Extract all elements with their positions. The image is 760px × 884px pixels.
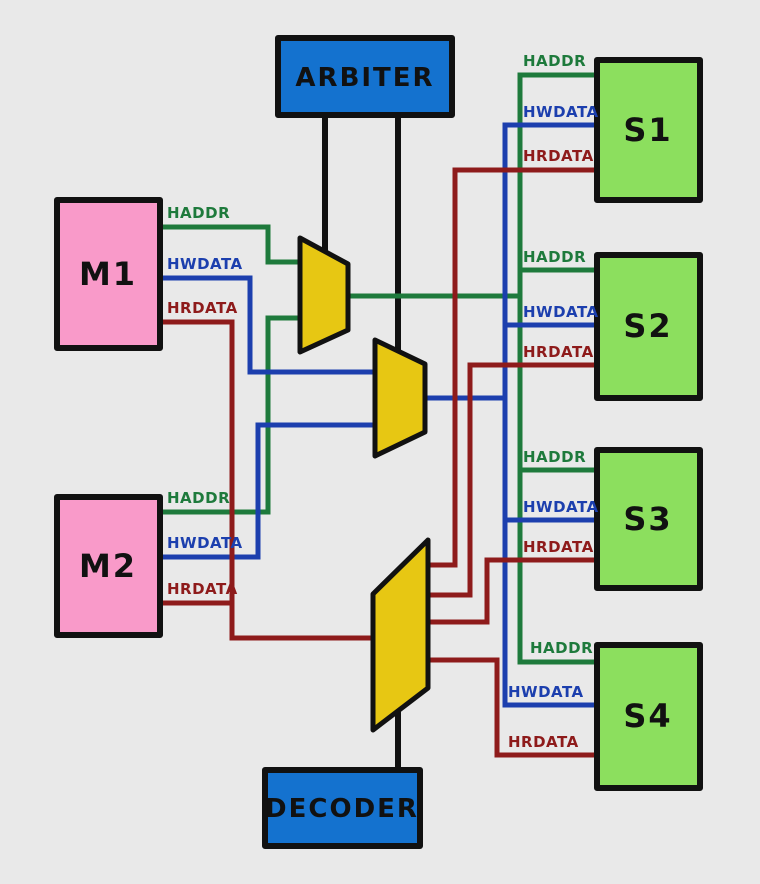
wire-hrdata-to-masters — [157, 319, 379, 641]
s3-hrdata-label: HRDATA — [523, 538, 594, 556]
master-m1-block — [54, 197, 163, 351]
read-data-mux — [370, 537, 431, 733]
write-data-mux — [372, 337, 428, 459]
wire-s3-hrdata — [423, 557, 600, 625]
s4-hrdata-label: HRDATA — [508, 733, 579, 751]
master-m1-label: M1 — [79, 255, 137, 293]
m2-hrdata-label: HRDATA — [167, 580, 238, 598]
master-m2-block — [54, 494, 163, 638]
m1-hwdata-label: HWDATA — [167, 255, 243, 273]
s1-haddr-label: HADDR — [523, 52, 586, 70]
wire-m1-hwdata — [157, 275, 381, 375]
s3-haddr-label: HADDR — [523, 448, 586, 466]
slave-s3-label: S3 — [623, 500, 672, 538]
s2-haddr-label: HADDR — [523, 248, 586, 266]
decoder-label: DECODER — [265, 794, 419, 824]
s1-hrdata-label: HRDATA — [523, 147, 594, 165]
slave-s4-label: S4 — [623, 697, 672, 735]
s1-hwdata-label: HWDATA — [523, 103, 599, 121]
arbiter-block — [275, 35, 455, 118]
m1-hrdata-label: HRDATA — [167, 299, 238, 317]
wire-m2-hwdata — [157, 422, 381, 560]
m2-haddr-label: HADDR — [167, 489, 230, 507]
arbiter-label: ARBITER — [295, 63, 434, 93]
wire-s4-hrdata — [423, 657, 600, 758]
slave-s4-block — [594, 642, 703, 791]
wire-s2-hrdata — [423, 362, 600, 598]
m1-haddr-label: HADDR — [167, 204, 230, 222]
m2-hwdata-label: HWDATA — [167, 534, 243, 552]
wire-s1-hrdata — [423, 167, 600, 568]
s4-haddr-label: HADDR — [530, 639, 593, 657]
slave-s1-block — [594, 57, 703, 203]
slave-s3-block — [594, 447, 703, 591]
wire-m2-haddr — [157, 315, 306, 515]
s4-hwdata-label: HWDATA — [508, 683, 584, 701]
address-mux — [297, 235, 351, 355]
slave-s2-label: S2 — [623, 307, 672, 345]
master-m2-label: M2 — [79, 547, 137, 585]
s2-hwdata-label: HWDATA — [523, 303, 599, 321]
decoder-block — [262, 767, 423, 849]
slave-s2-block — [594, 252, 703, 401]
s2-hrdata-label: HRDATA — [523, 343, 594, 361]
s3-hwdata-label: HWDATA — [523, 498, 599, 516]
wire-m1-haddr — [157, 224, 306, 265]
slave-s1-label: S1 — [623, 111, 672, 149]
